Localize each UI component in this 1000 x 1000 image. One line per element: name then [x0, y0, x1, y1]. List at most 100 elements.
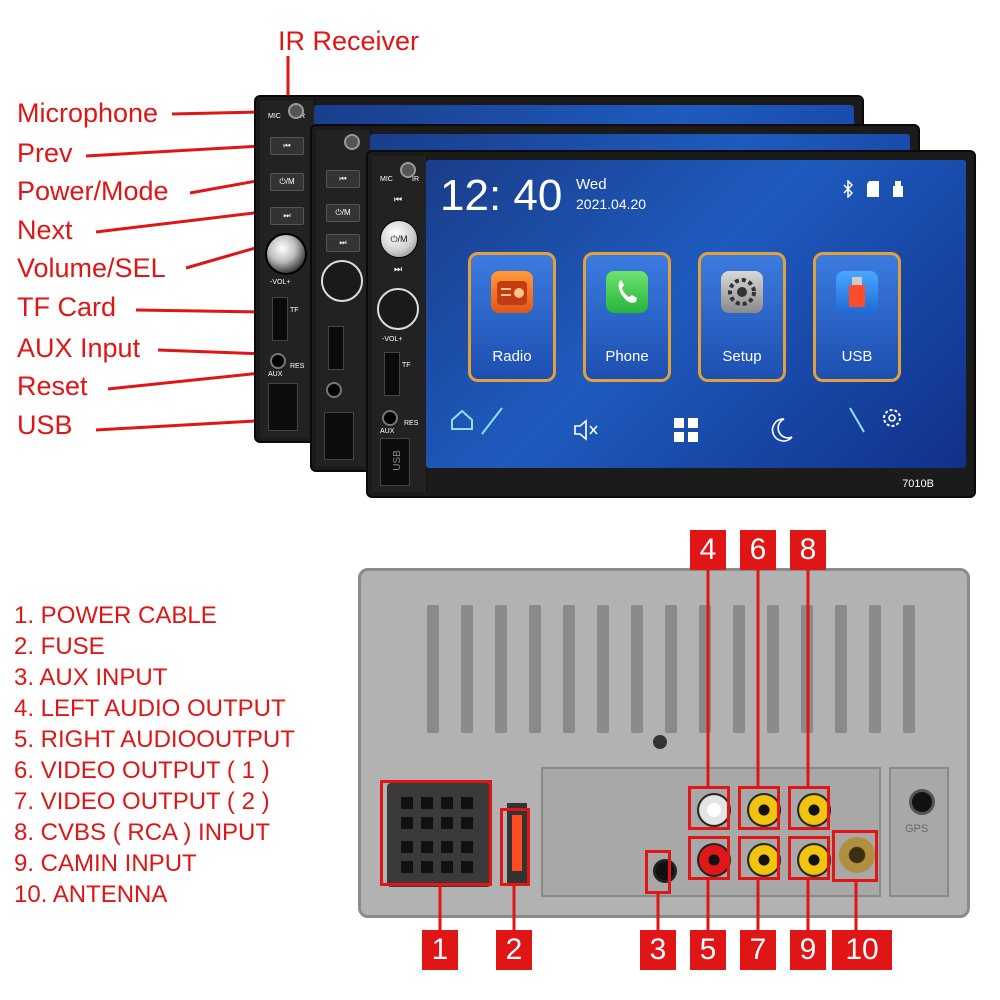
tf-label: TF [290, 307, 299, 314]
mic-label: MIC [268, 113, 281, 120]
volume-knob[interactable] [321, 260, 363, 302]
marker-3: 3 [640, 930, 676, 970]
apps-grid-icon[interactable] [671, 415, 701, 445]
callout-next: Next [17, 215, 73, 245]
settings-icon[interactable] [846, 400, 916, 440]
callout-aux-input: AUX Input [17, 333, 141, 363]
heatsink-fin [767, 605, 779, 733]
gps-label: GPS [905, 823, 929, 835]
highlight-aux [645, 850, 671, 894]
tf-card-slot[interactable] [272, 297, 288, 341]
model-label: 7010B [902, 478, 934, 490]
next-button[interactable]: ⏭ [326, 234, 360, 252]
legend-item: 9. CAMIN INPUT [14, 850, 197, 877]
app-tile-radio[interactable]: Radio [468, 252, 556, 382]
ir-receiver-icon [288, 103, 304, 119]
power-harness-connector [387, 783, 491, 887]
app-tile-label: USB [841, 348, 873, 365]
connector-legend: 1. POWER CABLE 2. FUSE 3. AUX INPUT 4. L… [14, 600, 354, 910]
usb-icon [893, 181, 903, 197]
legend-item: 5. RIGHT AUDIOOUTPUT [14, 726, 295, 753]
tf-card-slot[interactable] [384, 352, 400, 396]
power-mode-button[interactable]: ⏻/M [270, 173, 304, 191]
usb-drive-icon [836, 271, 878, 313]
app-tile-phone[interactable]: Phone [583, 252, 671, 382]
usb-port[interactable] [268, 383, 298, 431]
marker-2: 2 [496, 930, 532, 970]
highlight-cvbs [788, 786, 830, 830]
heatsink-fin [495, 605, 507, 733]
marker-1: 1 [422, 930, 458, 970]
app-tile-label: Phone [605, 348, 649, 365]
callout-volume-sel: Volume/SEL [17, 253, 166, 283]
moon-icon[interactable] [766, 415, 796, 445]
ir-receiver-icon [400, 162, 416, 178]
marker-4: 4 [690, 530, 726, 570]
volume-knob[interactable] [265, 233, 307, 275]
head-unit-front: MIC IR ⏮ ⏻/M ⏭ -VOL+ TF AUX RES USB 12: … [366, 150, 976, 498]
legend-item: 4. LEFT AUDIO OUTPUT [14, 695, 286, 722]
marker-9: 9 [790, 930, 826, 970]
heatsink-fin [563, 605, 575, 733]
res-label: RES [404, 420, 419, 427]
highlight-video-2 [738, 836, 780, 880]
mic-label: MIC [380, 176, 393, 183]
screw-icon [653, 735, 667, 749]
marker-7: 7 [740, 930, 776, 970]
prev-button[interactable]: ⏮ [393, 194, 403, 204]
app-tile-setup[interactable]: Setup [698, 252, 786, 382]
main-screen: 12: 40 Wed 2021.04.20 Radio Phone [426, 160, 966, 468]
usb-port[interactable]: USB [380, 438, 410, 486]
prev-button[interactable]: ⏮ [270, 137, 304, 155]
app-tile-usb[interactable]: USB [813, 252, 901, 382]
prev-button[interactable]: ⏮ [326, 170, 360, 188]
power-mode-button[interactable]: ⏻/M [326, 204, 360, 222]
aux-jack[interactable] [382, 410, 398, 426]
aux-label: AUX [268, 371, 283, 378]
legend-item: 1. POWER CABLE [14, 602, 217, 629]
legend-item: 6. VIDEO OUTPUT ( 1 ) [14, 757, 270, 784]
app-tile-label: Setup [722, 348, 762, 365]
callout-leader-lines [85, 56, 290, 432]
marker-6: 6 [740, 530, 776, 570]
next-button[interactable]: ⏭ [270, 207, 304, 225]
volume-knob[interactable] [377, 288, 419, 330]
res-label: RES [290, 363, 305, 370]
camin-input-rca [797, 843, 831, 877]
setup-icon [721, 271, 763, 313]
tf-card-slot[interactable] [328, 326, 344, 370]
vol-label: -VOL+ [382, 336, 403, 343]
vol-label: -VOL+ [270, 279, 291, 286]
right-audio-rca [697, 843, 731, 877]
aux-jack[interactable] [326, 382, 342, 398]
callout-tf-card: TF Card [17, 292, 117, 322]
marker-5: 5 [690, 930, 726, 970]
left-audio-rca [697, 793, 731, 827]
home-icon[interactable] [446, 400, 506, 440]
highlight-antenna [832, 830, 878, 882]
next-button[interactable]: ⏭ [393, 264, 403, 274]
power-mode-button[interactable]: ⏻/M [380, 220, 418, 258]
marker-8: 8 [790, 530, 826, 570]
heatsink-fin [529, 605, 541, 733]
highlight-power-cable [380, 780, 492, 886]
callout-ir-receiver: IR Receiver [278, 26, 420, 56]
antenna-socket [839, 837, 875, 873]
heatsink-fin [665, 605, 677, 733]
callout-microphone: Microphone [17, 98, 159, 128]
heatsink-fin [461, 605, 473, 733]
callout-reset: Reset [17, 371, 88, 401]
heatsink-fin [631, 605, 643, 733]
mute-icon[interactable] [571, 415, 601, 445]
highlight-camin [788, 836, 830, 880]
highlight-video-1 [738, 786, 780, 830]
ir-label: IR [412, 176, 419, 183]
aux-jack[interactable] [270, 353, 286, 369]
clock-date: 2021.04.20 [576, 196, 647, 212]
usb-port[interactable] [324, 412, 354, 460]
legend-item: 8. CVBS ( RCA ) INPUT [14, 819, 271, 846]
legend-item: 10. ANTENNA [14, 881, 168, 908]
callout-power-mode: Power/Mode [17, 176, 169, 206]
tf-label: TF [402, 362, 411, 369]
